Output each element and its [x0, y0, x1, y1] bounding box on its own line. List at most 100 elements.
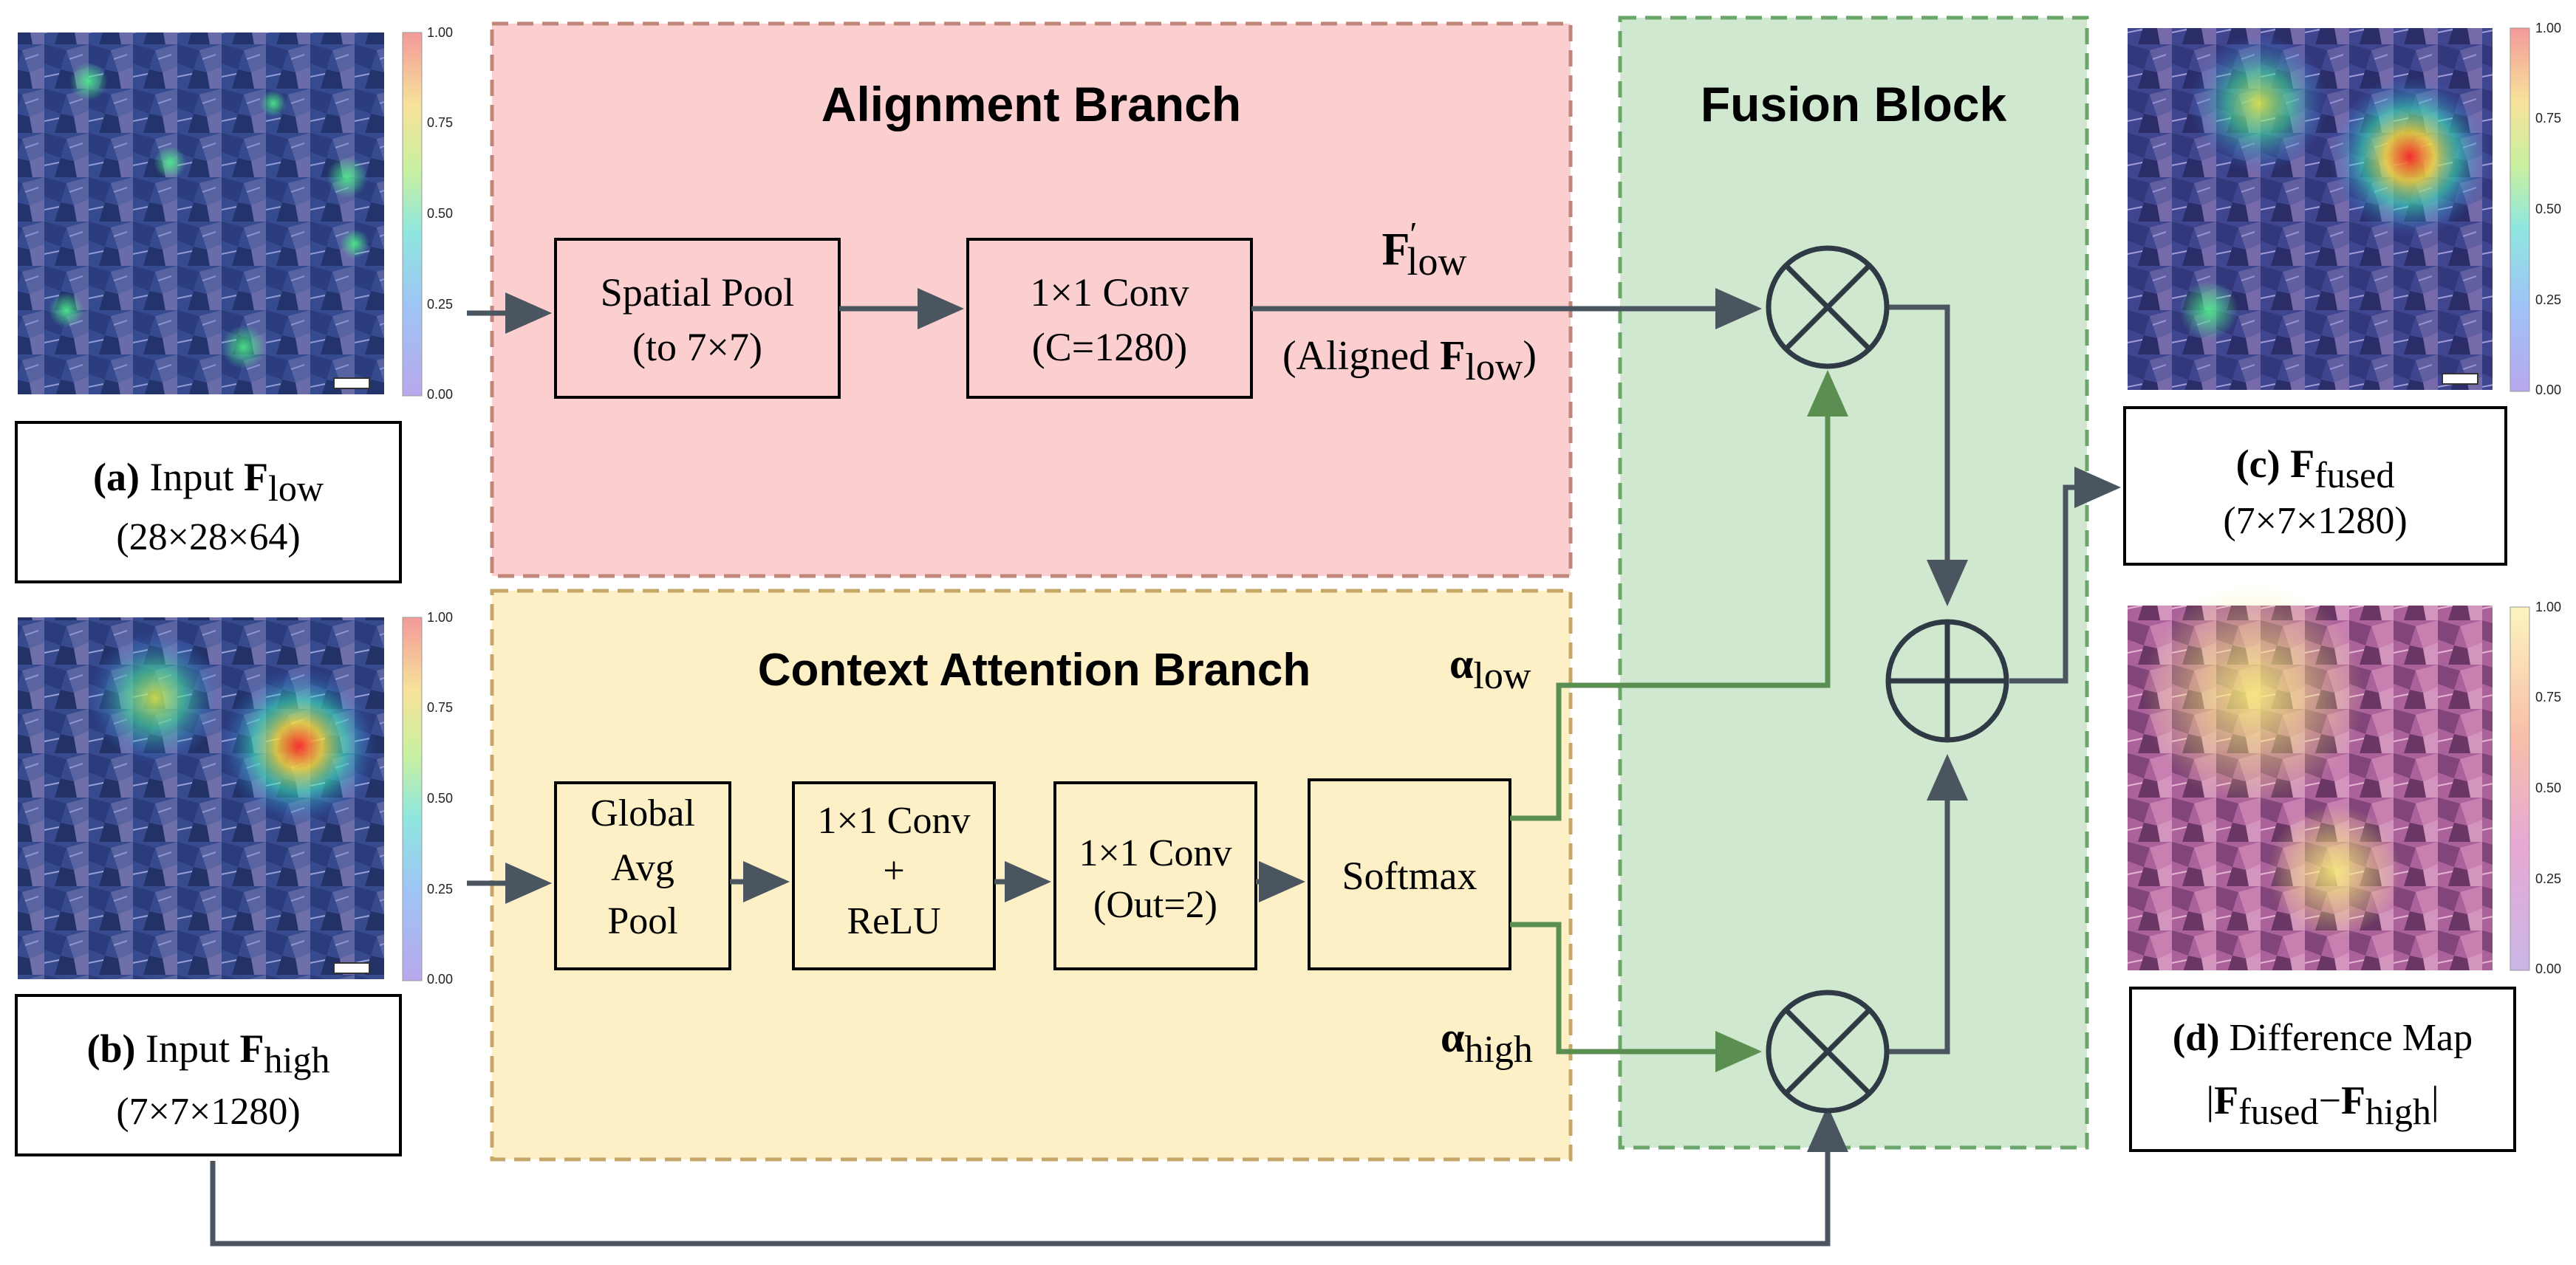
caption-b-tag: (b) [87, 1026, 136, 1071]
caption-d-var1: F [2214, 1078, 2238, 1122]
caption-a-sub: low [268, 467, 324, 509]
alpha-low-label: αlow [1449, 640, 1531, 697]
colorbar-c-tick: 0.25 [2535, 292, 2561, 307]
spatial-pool-label: Spatial Pool [601, 270, 795, 315]
caption-a: (a) Input Flow (28×28×64) [15, 421, 402, 583]
caption-c-text [2281, 442, 2291, 486]
caption-d-tag: (d) [2173, 1017, 2220, 1059]
colorbar-d-tick: 0.25 [2535, 871, 2561, 886]
caption-c-dims: (7×7×1280) [2223, 500, 2407, 542]
conv-1x1-channels: (C=1280) [1032, 325, 1187, 369]
heatmap-image-a [18, 32, 384, 394]
aligned-f-low-label: (Aligned Flow) [1282, 333, 1537, 388]
svg-text:(a) Input Flow: (a) Input Flow [93, 455, 324, 509]
caption-b-dims: (7×7×1280) [116, 1091, 300, 1133]
softmax-box: Softmax [1308, 778, 1511, 970]
colorbar-a-tick: 0.50 [427, 206, 453, 221]
caption-c-var: F [2290, 442, 2314, 486]
conv-1x1-c1280-box: 1×1 Conv (C=1280) [966, 238, 1253, 399]
arrow-multiply-top-to-add [1888, 304, 1968, 606]
alpha-high-sub: high [1464, 1029, 1532, 1071]
caption-c-tag: (c) [2236, 442, 2281, 486]
colorbar-b: 1.00 0.75 0.50 0.25 0.00 [402, 610, 453, 987]
heatmap-image-c [2128, 28, 2493, 390]
colorbar-c-tick: 1.00 [2535, 21, 2561, 35]
conv-1x1-label: 1×1 Conv [1031, 270, 1189, 315]
colorbar-a-tick: 0.25 [427, 297, 453, 312]
colorbar-a-tick: 0.00 [427, 387, 453, 402]
alpha-low-symbol: α [1449, 640, 1473, 688]
fusion-block-panel [1618, 16, 2089, 1150]
caption-b-sub: high [264, 1039, 330, 1080]
caption-d-text: Difference Map [2219, 1017, 2473, 1059]
colorbar-d-tick: 0.50 [2535, 781, 2561, 795]
spatial-pool-size: (to 7×7) [632, 325, 762, 369]
colorbar-d-tick: 0.00 [2535, 961, 2561, 976]
caption-d: (d) Difference Map |Ffused−Fhigh| [2129, 987, 2516, 1152]
colorbar-b-tick: 0.25 [427, 882, 453, 897]
conv-relu-line2: + [883, 850, 904, 892]
caption-d-sub1: fused [2238, 1091, 2318, 1132]
svg-text:(d) Difference Map: (d) Difference Map [2173, 1017, 2473, 1059]
gap-line3: Pool [607, 900, 677, 942]
aligned-prefix: (Aligned [1282, 333, 1440, 379]
conv-out2-box: 1×1 Conv (Out=2) [1053, 781, 1257, 970]
caption-c-sub: fused [2314, 454, 2394, 496]
colorbar-a-tick: 0.75 [427, 115, 453, 130]
colorbar-c-tick: 0.00 [2535, 383, 2561, 397]
colorbar-c-tick: 0.75 [2535, 111, 2561, 126]
colorbar-a: 1.00 0.75 0.50 0.25 0.00 [402, 25, 453, 402]
alpha-high-symbol: α [1441, 1013, 1464, 1061]
colorbar-c-tick: 0.50 [2535, 202, 2561, 216]
conv-out2-line2: (Out=2) [1093, 884, 1217, 926]
conv-out2-line1: 1×1 Conv [1079, 832, 1231, 874]
caption-a-var: F [244, 455, 268, 499]
caption-d-var2: F [2341, 1078, 2365, 1122]
arrow-multiply-bottom-to-add [1888, 754, 1968, 1055]
aligned-var: F [1440, 333, 1465, 379]
svg-text:(c) Ffused: (c) Ffused [2236, 442, 2395, 496]
caption-d-bar-end: | [2431, 1078, 2439, 1122]
multiply-icon [1784, 1008, 1871, 1095]
caption-a-tag: (a) [93, 455, 140, 499]
colorbar-a-tick: 1.00 [427, 25, 453, 40]
caption-d-minus: − [2318, 1078, 2340, 1122]
caption-a-dims: (28×28×64) [116, 516, 300, 558]
colorbar-b-tick: 0.50 [427, 791, 453, 806]
caption-b-var: F [240, 1026, 264, 1071]
multiply-icon [1784, 264, 1871, 351]
svg-text:(b) Input Fhigh: (b) Input Fhigh [87, 1026, 330, 1080]
alpha-high-label: αhigh [1441, 1013, 1533, 1071]
colorbar-d-tick: 0.75 [2535, 690, 2561, 705]
f-low-prime-sub: low [1407, 239, 1466, 284]
alignment-branch-title: Alignment Branch [821, 77, 1241, 131]
multiply-node-top [1766, 245, 1890, 369]
f-low-prime-mark: ′ [1410, 215, 1417, 253]
caption-c: (c) Ffused (7×7×1280) [2123, 406, 2507, 566]
caption-b: (b) Input Fhigh (7×7×1280) [15, 994, 402, 1156]
colorbar-d: 1.00 0.75 0.50 0.25 0.00 [2510, 600, 2561, 976]
caption-a-text: Input [140, 455, 244, 499]
aligned-sub: low [1465, 346, 1523, 388]
colorbar-b-tick: 0.00 [427, 972, 453, 987]
conv-relu-line3: ReLU [847, 900, 940, 942]
aligned-suffix: ) [1523, 333, 1537, 379]
caption-d-bar: | [2206, 1078, 2214, 1122]
multiply-node-bottom [1766, 990, 1890, 1114]
colorbar-d-tick: 1.00 [2535, 600, 2561, 614]
f-low-prime-var: F [1382, 224, 1410, 275]
fusion-block-title: Fusion Block [1701, 77, 2007, 131]
softmax-label: Softmax [1342, 854, 1477, 898]
gap-line1: Global [590, 792, 695, 834]
arrow-alpha-low [1510, 370, 1848, 821]
connectors [210, 288, 2121, 1247]
spatial-pool-box: Spatial Pool (to 7×7) [554, 238, 841, 399]
f-low-prime-label: F′low [1382, 215, 1467, 284]
arrow-add-to-output [2009, 467, 2121, 684]
svg-text:|Ffused−Fhigh|: |Ffused−Fhigh| [2206, 1078, 2439, 1132]
heatmap-image-b [18, 617, 384, 979]
global-avg-pool-box: Global Avg Pool [554, 781, 731, 970]
colorbar-c: 1.00 0.75 0.50 0.25 0.00 [2510, 21, 2561, 397]
colorbar-b-tick: 0.75 [427, 700, 453, 715]
gap-line2: Avg [611, 847, 674, 889]
